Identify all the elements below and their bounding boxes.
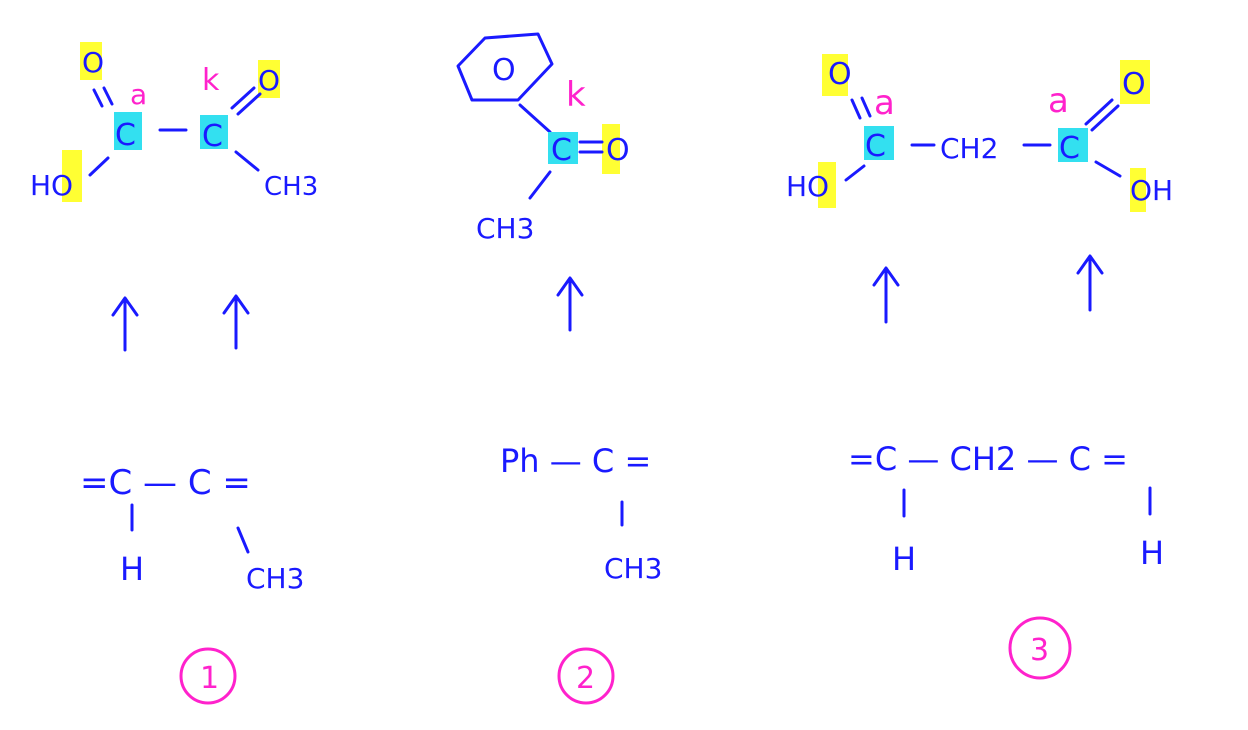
single-bond [1094, 160, 1122, 178]
atom-carbon: C [115, 118, 136, 153]
atom-carbon: C [202, 119, 223, 154]
ring-label: O [492, 53, 516, 88]
structure-2-arrows [556, 276, 584, 332]
structure-2-reactant: Ph — C = CH3 [500, 442, 662, 585]
reactant-formula: Ph — C = [500, 442, 651, 480]
atom-hydrogen: H [892, 540, 916, 578]
oxygen-highlight [1130, 168, 1146, 212]
atom-carbon: C [865, 129, 886, 164]
carbon-highlight [864, 126, 894, 160]
atom-oxygen: O [828, 57, 852, 92]
hydroxyl-group: HO [786, 170, 829, 203]
double-bond [1084, 98, 1114, 126]
oxygen-highlight [822, 54, 848, 96]
double-bond [92, 88, 104, 108]
atom-hydrogen: H [120, 550, 144, 588]
oxygen-highlight [602, 124, 620, 174]
double-bond [230, 86, 256, 110]
double-bond [236, 92, 262, 116]
double-bond [102, 86, 114, 106]
number-circle [1008, 616, 1072, 680]
number-circle [557, 647, 615, 705]
oxygen-highlight [818, 162, 836, 208]
benzene-ring-icon [456, 32, 554, 102]
atom-carbon: C [551, 133, 572, 168]
structure-2-number: 2 [557, 647, 615, 705]
carbon-highlight [200, 115, 228, 149]
structure-1-arrows [111, 294, 250, 352]
methyl-group: CH3 [604, 552, 662, 585]
atom-oxygen: O [258, 64, 280, 97]
up-arrow-icon [111, 296, 139, 352]
single-bond [236, 526, 250, 554]
reactant-formula: =C — C = [80, 463, 251, 503]
ketone-tag: k [566, 75, 586, 115]
up-arrow-icon [1076, 254, 1104, 312]
structure-1-product: O O a k C C HO CH3 [30, 42, 318, 202]
structure-3-product: O O a a C CH2 C HO OH [786, 54, 1173, 212]
single-bond [844, 164, 866, 182]
structure-number: 1 [200, 661, 219, 696]
acid-tag: a [1048, 81, 1069, 121]
structure-1-reactant: =C — C = H CH3 [80, 463, 304, 595]
structure-number: 2 [576, 661, 595, 696]
structure-number: 3 [1030, 633, 1049, 668]
structure-3-reactant: =C — CH2 — C = H H [848, 440, 1164, 578]
methyl-group: CH3 [246, 562, 304, 595]
hydroxyl-group: OH [1130, 174, 1173, 207]
hydroxyl-group: HO [30, 169, 73, 202]
methyl-group: CH3 [264, 172, 318, 202]
carbon-highlight [1058, 128, 1088, 162]
single-bond [88, 156, 110, 177]
oxygen-highlight [258, 60, 280, 98]
up-arrow-icon [872, 266, 900, 324]
single-bond [234, 150, 260, 172]
double-bond [850, 98, 862, 120]
carbon-highlight [548, 132, 578, 164]
acid-tag: a [874, 83, 895, 123]
single-bond [518, 103, 552, 134]
atom-oxygen: O [1122, 67, 1146, 102]
oxygen-highlight [1120, 60, 1150, 104]
double-bond [1090, 104, 1120, 132]
single-bond [528, 170, 552, 200]
oxygen-highlight [62, 150, 82, 202]
up-arrow-icon [222, 294, 250, 350]
reactant-formula: =C — CH2 — C = [848, 440, 1128, 478]
number-circle [179, 647, 237, 705]
atom-oxygen: O [82, 46, 104, 79]
structure-2-product: O k C O CH3 [456, 32, 630, 245]
methyl-group: CH3 [476, 212, 534, 245]
up-arrow-icon [556, 276, 584, 332]
oxygen-highlight [80, 42, 102, 80]
ketone-tag: k [202, 63, 220, 98]
atom-oxygen: O [606, 133, 630, 168]
structure-3-number: 3 [1008, 616, 1072, 680]
atom-carbon: C [1059, 131, 1080, 166]
double-bond [860, 96, 872, 118]
atom-hydrogen: H [1140, 534, 1164, 572]
carbon-highlight [114, 112, 142, 150]
structure-3-arrows [872, 254, 1104, 324]
methylene-group: CH2 [940, 132, 998, 165]
structure-1-number: 1 [179, 647, 237, 705]
acid-tag: a [130, 78, 147, 111]
